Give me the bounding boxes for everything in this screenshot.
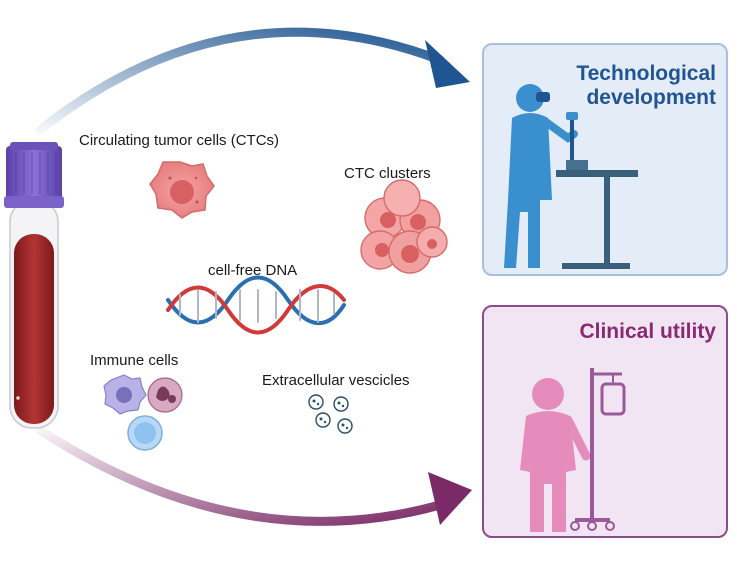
clinical-utility-box: Clinical utility — [482, 305, 728, 538]
extracellular-vesicles-label: Extracellular vescicles — [262, 372, 410, 389]
ctc-cell-icon — [149, 161, 215, 219]
clinical-utility-title: Clinical utility — [579, 320, 716, 343]
technological-development-title: Technological development — [576, 62, 716, 109]
arrow-to-technological — [35, 27, 470, 135]
dna-helix-icon — [166, 275, 346, 335]
extracellular-vesicles-icon — [308, 394, 353, 434]
blood-tube-icon — [4, 142, 64, 429]
scientist-icon — [504, 84, 578, 268]
ctc-cluster-icon — [360, 179, 448, 274]
iv-stand-icon — [570, 368, 626, 531]
arrow-to-clinical — [35, 425, 472, 526]
cfdna-label: cell-free DNA — [208, 262, 298, 279]
ctc-clusters-label: CTC clusters — [344, 165, 431, 182]
patient-icon — [520, 378, 591, 532]
immune-cells-icon — [103, 374, 183, 451]
lab-table-icon — [556, 160, 638, 269]
immune-cells-label: Immune cells — [90, 352, 179, 369]
ctc-label: Circulating tumor cells (CTCs) — [79, 132, 280, 149]
